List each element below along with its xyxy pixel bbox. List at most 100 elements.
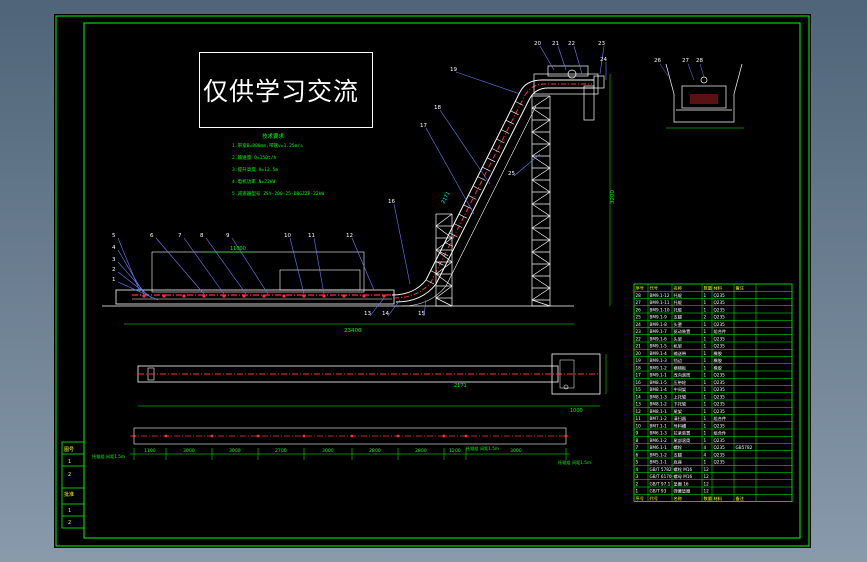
bom-cell: 2: [704, 315, 707, 320]
bom-cell: 5: [636, 460, 639, 465]
bom-cell: 4: [636, 467, 639, 472]
bom-cell: 螺栓: [674, 444, 683, 451]
callout-22: 22: [568, 41, 575, 47]
bom-cell: 头架: [674, 335, 682, 342]
callout-24: 24: [600, 57, 607, 63]
bom-cell: 组合件: [714, 430, 727, 437]
bom-cell: BM9.1-11: [650, 300, 670, 305]
bom-cell: Q235: [714, 322, 726, 327]
idler-icon: [282, 294, 286, 298]
bom-cell: 下托辊: [674, 401, 687, 408]
bom-cell: BM8.1-5: [650, 380, 668, 385]
detail-view: [665, 63, 744, 129]
spacing-note-left: 托辊组 间距1.5m: [92, 453, 125, 460]
notes-line-2: 2.输送量 Q=150t/h: [232, 154, 276, 161]
notes-line-5: 5.减速器型号 ZSY-200-25-DBGZZP-22kW: [232, 190, 324, 197]
idler-icon: [132, 434, 136, 438]
bom-cell: 14: [636, 394, 642, 399]
bom-cell: BM8.1-3: [650, 394, 668, 399]
bom-cell: 4: [704, 452, 707, 457]
bom-cell: 1: [704, 402, 707, 407]
spacing-dim: 3000: [229, 448, 241, 454]
bom-cell: 1: [704, 329, 707, 334]
bom-cell: BM8.1-1: [650, 409, 668, 414]
callout-15: 15: [418, 311, 425, 317]
callout-18: 18: [434, 105, 441, 111]
bom-cell: 数量: [704, 285, 712, 292]
bom-cell: 改向滚筒: [674, 372, 691, 379]
bom-cell: BM6.1-3: [650, 431, 668, 436]
bom-cell: 螺栓 M16: [674, 466, 693, 473]
bom-cell: 1: [704, 322, 707, 327]
bom-cell: BM9.1-10: [650, 307, 670, 312]
bom-cell: 18: [636, 365, 642, 370]
bom-cell: 7: [636, 445, 639, 450]
bom-cell: 名称: [674, 495, 682, 502]
callout-14: 14: [382, 311, 389, 317]
outer-frame: [55, 15, 810, 547]
bom-cell: BM8.1-2: [650, 402, 668, 407]
bom-cell: 6: [636, 452, 639, 457]
callout-11: 11: [308, 233, 315, 239]
idler-icon: [302, 434, 306, 438]
bom-cell: 10: [636, 423, 642, 428]
bom-cell: 1: [704, 336, 707, 341]
bom-cell: Q235: [714, 460, 726, 465]
bom-cell: BM9.1-5: [650, 344, 668, 349]
bom-cell: 11: [636, 416, 642, 421]
notes-title: 技术要求: [262, 132, 285, 140]
callout-13: 13: [364, 311, 371, 317]
bom-cell: 12: [704, 467, 710, 472]
ltb-cell-0: 图号: [64, 447, 74, 453]
idler-icon: [362, 294, 366, 298]
bom-cell: 数量: [704, 495, 712, 502]
bom-cell: 22: [636, 336, 642, 341]
bom-cell: 1: [704, 431, 707, 436]
bom-cell: 中间架: [674, 386, 687, 393]
bom-cell: 机架: [674, 343, 682, 350]
bom-cell: 支腿: [674, 451, 683, 458]
spacing-dim: 1100: [144, 448, 156, 454]
callout-16: 16: [388, 199, 395, 205]
callout-27: 27: [682, 58, 689, 64]
idler-icon: [396, 434, 400, 438]
bom-cell: 1: [704, 380, 707, 385]
bom-cell: 备注: [736, 285, 745, 292]
callout-3: 3: [112, 257, 116, 263]
idler-icon: [182, 294, 186, 298]
bom-cell: Q235: [714, 344, 726, 349]
bom-cell: 12: [704, 474, 710, 479]
bom-cell: 20: [636, 351, 642, 356]
ltb-cell-2: 2: [68, 472, 71, 478]
spacing-note-right: 托辊组 间距1.5m: [558, 459, 591, 466]
bom-cell: 24: [636, 322, 642, 327]
callout-9: 9: [226, 233, 230, 239]
bom-cell: 压带轮: [674, 379, 687, 386]
bom-cell: Q235: [714, 402, 726, 407]
bom-cell: 组合件: [714, 415, 727, 422]
bom-cell: 1: [704, 423, 707, 428]
bom-cell: 弹簧垫圈: [674, 488, 691, 495]
bom-cell: 橡胶: [714, 364, 722, 371]
spacing-dim: 3000: [510, 448, 522, 454]
bom-cell: 头罩: [674, 321, 682, 328]
callout-2: 2: [112, 267, 116, 273]
idler-icon: [210, 434, 214, 438]
ltb-cell-4: 1: [68, 508, 71, 514]
spacing-dim: 3000: [322, 448, 334, 454]
bom-cell: BM7.1-2: [650, 416, 668, 421]
bom-cell: 驱动装置: [674, 328, 691, 335]
bom-cell: Q235: [714, 300, 726, 305]
bom-cell: BM6.1-1: [650, 445, 668, 450]
bom-cell: 21: [636, 344, 642, 349]
bom-cell: 托辊: [674, 292, 683, 299]
callout-26: 26: [654, 58, 661, 64]
bom-cell: 13: [636, 402, 642, 407]
bom-cell: BM5.1-2: [650, 452, 668, 457]
bom-cell: 4: [704, 445, 707, 450]
callout-23: 23: [598, 41, 605, 47]
bom-cell: BM9.1-6: [650, 336, 668, 341]
bom-cell: 横隔板: [674, 364, 687, 371]
notes-line-4: 4.电机功率 N=22kW: [232, 178, 276, 185]
